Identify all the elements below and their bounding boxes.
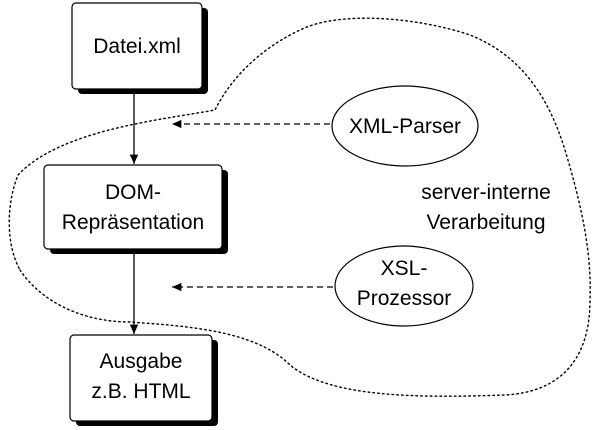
node-dom: DOM- Repräsentation	[43, 164, 228, 254]
node-ausgabe: Ausgabe z.B. HTML	[69, 334, 218, 426]
node-dom-line1: DOM-	[105, 181, 161, 204]
node-ausgabe-line2: z.B. HTML	[91, 380, 190, 403]
node-dom-line2: Repräsentation	[62, 211, 204, 234]
node-xml-parser-label: XML-Parser	[349, 115, 461, 138]
node-xsl-prozessor-line1: XSL-	[381, 257, 428, 280]
node-xsl-prozessor-line2: Prozessor	[357, 287, 452, 310]
region-label-line1: server-interne	[421, 181, 551, 204]
region-label-line2: Verarbeitung	[426, 211, 545, 234]
node-datei-label: Datei.xml	[93, 35, 181, 58]
node-xml-parser: XML-Parser	[331, 85, 479, 167]
node-ausgabe-line1: Ausgabe	[100, 350, 183, 373]
node-datei: Datei.xml	[71, 2, 208, 94]
node-xsl-prozessor: XSL- Prozessor	[334, 245, 474, 327]
server-region-outline	[8, 17, 591, 397]
